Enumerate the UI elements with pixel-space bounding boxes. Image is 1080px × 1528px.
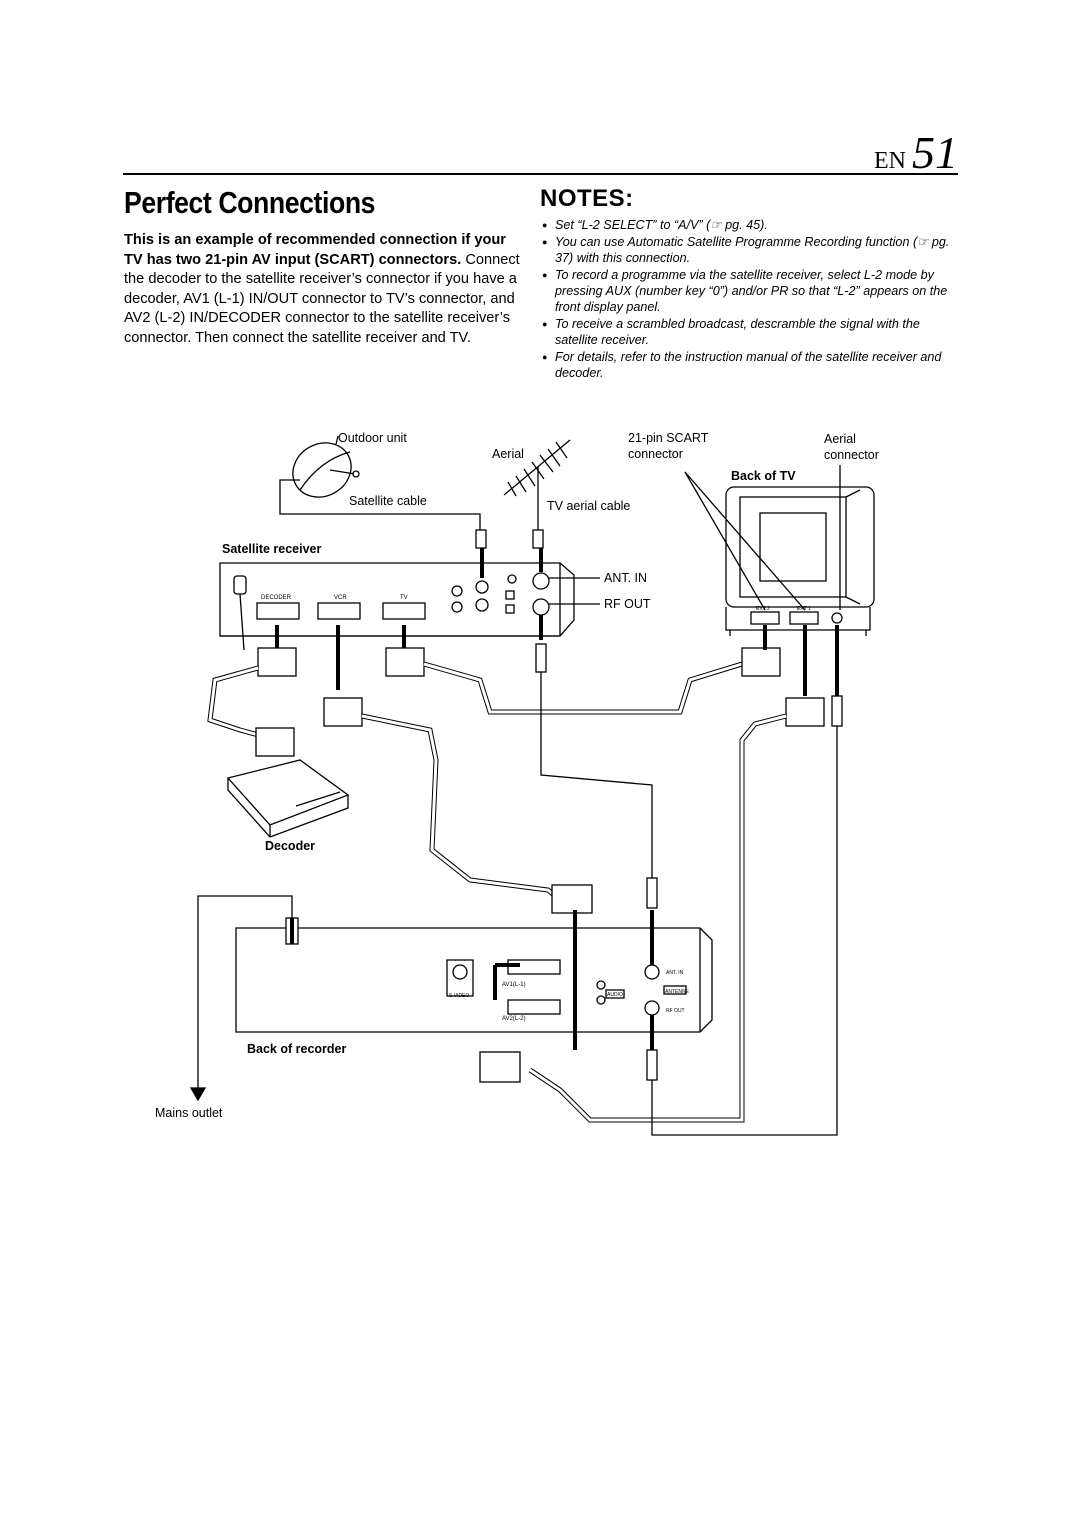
label-outdoor-unit: Outdoor unit bbox=[338, 431, 407, 445]
tv-device bbox=[725, 486, 875, 636]
label-scart-1: 21-pin SCART bbox=[628, 431, 709, 445]
label-av2: AV2(L-2) bbox=[502, 1016, 526, 1022]
intro-text: Connect the decoder to the satellite rec… bbox=[124, 251, 520, 346]
label-back-of-recorder: Back of recorder bbox=[247, 1042, 346, 1056]
label-ext1: EXT 1 bbox=[797, 606, 811, 612]
page-number-value: 51 bbox=[912, 127, 958, 178]
intro-bold: This is an example of recommended connec… bbox=[124, 232, 506, 268]
label-tv-port: TV bbox=[400, 595, 408, 601]
decoder-device bbox=[226, 759, 350, 838]
satellite-dish-icon bbox=[292, 435, 360, 498]
label-aerial-connector-2: connector bbox=[824, 448, 879, 462]
notes-list: Set “L-2 SELECT” to “A/V” (☞ pg. 45). Yo… bbox=[542, 217, 962, 382]
note-item: To receive a scrambled broadcast, descra… bbox=[542, 316, 962, 348]
intro-paragraph: This is an example of recommended connec… bbox=[124, 231, 524, 349]
label-ant-in: ANT. IN bbox=[604, 571, 647, 585]
page-language: EN bbox=[874, 148, 906, 174]
note-item: To record a programme via the satellite … bbox=[542, 267, 962, 315]
header-rule bbox=[123, 173, 958, 175]
label-satellite-cable: Satellite cable bbox=[349, 494, 427, 508]
label-decoder-port: DECODER bbox=[261, 595, 292, 601]
note-item: Set “L-2 SELECT” to “A/V” (☞ pg. 45). bbox=[542, 217, 962, 233]
label-rf-out: RF OUT bbox=[604, 597, 651, 611]
label-mains-outlet: Mains outlet bbox=[155, 1106, 223, 1120]
label-recorder-rf-out: RF OUT bbox=[666, 1008, 685, 1014]
aerial-antenna-icon bbox=[503, 439, 571, 530]
label-vcr-port: VCR bbox=[334, 595, 347, 601]
label-antenne: ANTENNE bbox=[665, 989, 690, 995]
recorder-device bbox=[235, 917, 713, 1033]
note-item: You can use Automatic Satellite Programm… bbox=[542, 234, 962, 266]
label-aerial-connector-1: Aerial bbox=[824, 432, 856, 446]
label-aerial: Aerial bbox=[492, 447, 524, 461]
label-decoder: Decoder bbox=[265, 839, 315, 853]
label-satellite-receiver: Satellite receiver bbox=[222, 542, 322, 556]
note-item: For details, refer to the instruction ma… bbox=[542, 349, 962, 381]
label-audio: AUDIO bbox=[607, 992, 623, 998]
label-scart-2: connector bbox=[628, 447, 683, 461]
label-av1: AV1(L-1) bbox=[502, 982, 526, 988]
page-title: Perfect Connections bbox=[124, 185, 376, 220]
label-tv-aerial-cable: TV aerial cable bbox=[547, 499, 630, 513]
label-recorder-ant-in: ANT. IN bbox=[666, 970, 684, 976]
label-back-of-tv: Back of TV bbox=[731, 469, 796, 483]
label-ext2: EXT 2 bbox=[756, 606, 770, 612]
notes-heading: NOTES: bbox=[540, 185, 634, 212]
label-s-video: S VIDEO bbox=[449, 993, 469, 999]
